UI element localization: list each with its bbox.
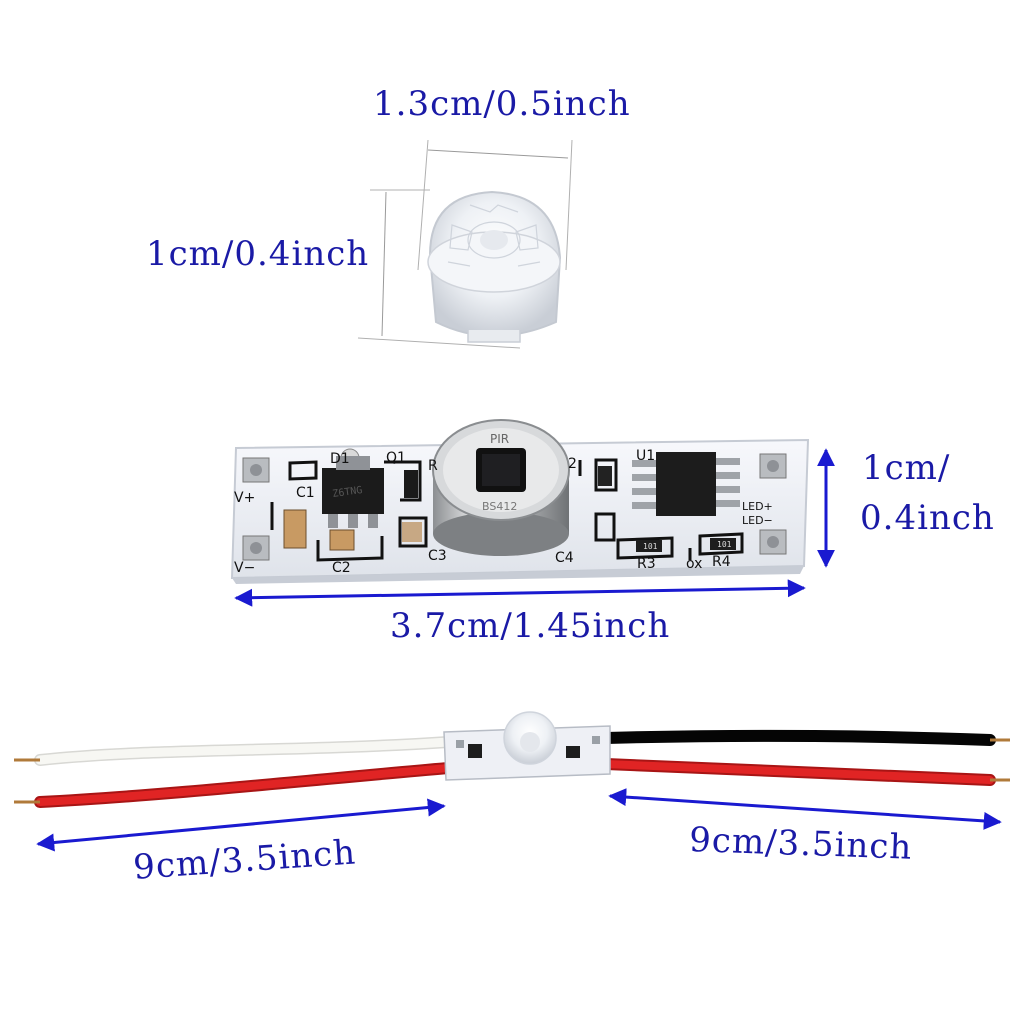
wired-module (14, 711, 1010, 808)
label-c2: C2 (332, 560, 351, 576)
pir-sensor-can: PIR BS412 (432, 419, 570, 556)
soic-chip (632, 452, 740, 516)
voltage-regulator: Z6TNG (322, 456, 384, 528)
solder-pads (242, 453, 787, 561)
label-r: R (428, 458, 438, 474)
right-wire-length-label: 9cm/3.5inch (688, 820, 914, 868)
label-r3: R3 (637, 556, 656, 572)
silkscreen-text: D1 Q1 R C1 C2 C3 C4 2 U1 R3 R4 ox V+ V− … (234, 448, 773, 576)
pir-dome-lens (357, 139, 573, 349)
pir-sensor-board: Z6TNG 101 101 (230, 419, 810, 584)
label-c4: C4 (555, 550, 574, 566)
label-q1: Q1 (386, 450, 406, 466)
board-height-label-line2: 0.4inch (860, 498, 995, 538)
label-r4: R4 (712, 554, 731, 570)
left-wire-arrow (36, 798, 446, 852)
label-led-minus: LED− (742, 514, 773, 527)
dome-height-label: 1cm/0.4inch (146, 234, 370, 274)
label-led-plus: LED+ (742, 500, 773, 513)
sensor-bottom-marking: BS412 (482, 500, 517, 513)
r3-code: 101 (643, 542, 658, 551)
label-c1: C1 (296, 485, 315, 501)
label-d1: D1 (330, 451, 350, 467)
label-v-plus: V+ (234, 490, 255, 506)
right-wire-arrow (608, 788, 1002, 830)
label-ox: ox (686, 556, 702, 572)
svg-text:Z6TNG: Z6TNG (332, 485, 363, 500)
label-v-minus: V− (234, 560, 255, 576)
dimension-arrows (36, 448, 1002, 852)
dome-width-label: 1.3cm/0.5inch (373, 84, 631, 124)
label-c3: C3 (428, 548, 447, 564)
board-length-arrow (234, 579, 806, 607)
r4-code: 101 (717, 540, 732, 549)
board-height-label-line1: 1cm/ (862, 448, 951, 488)
board-length-label: 3.7cm/1.45inch (390, 606, 671, 646)
sensor-top-marking: PIR (490, 432, 509, 446)
silkscreen-outlines (270, 458, 744, 562)
label-u1: U1 (636, 448, 655, 464)
label-2: 2 (568, 456, 577, 472)
black-wire (600, 729, 996, 746)
